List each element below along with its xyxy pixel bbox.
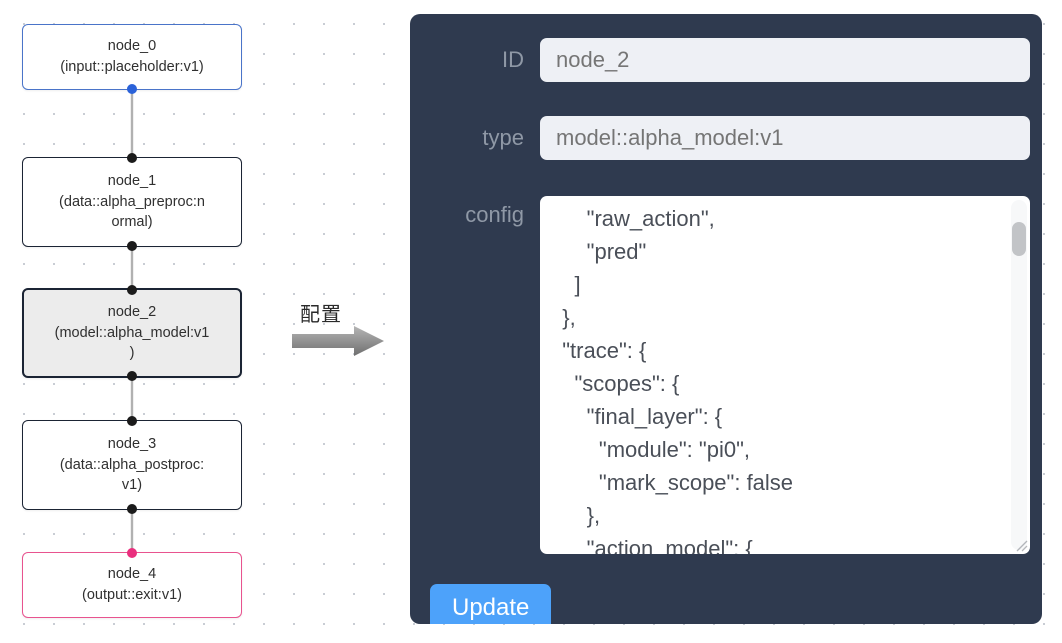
node-handle-bottom[interactable] [127,241,137,251]
right-arrow-icon [292,326,384,356]
node-handle-top[interactable] [127,416,137,426]
type-field-label: type [482,125,524,150]
config-field-label: config [465,202,524,227]
node-label: node_3 (data::alpha_postproc: v1) [59,436,205,494]
field-row-config: config "raw_action", "pred" ] }, "trace"… [430,196,1030,554]
node-handle-bottom[interactable] [127,371,137,381]
config-editor-wrapper: "raw_action", "pred" ] }, "trace": { "sc… [540,196,1030,554]
config-textarea[interactable]: "raw_action", "pred" ] }, "trace": { "sc… [540,196,1030,554]
update-button[interactable]: Update [430,584,552,624]
node-label: node_4 (output::exit:v1) [82,566,182,603]
node-handle-bottom[interactable] [127,84,137,94]
node-handle-bottom[interactable] [127,504,137,514]
field-row-type: type [430,116,1030,160]
config-scrollbar-track[interactable] [1011,200,1027,550]
node-label: node_1 (data::alpha_preproc:n ormal) [59,173,205,231]
graph-node-node_2[interactable]: node_2 (model::alpha_model:v1 ) [22,285,242,381]
node-handle-top[interactable] [127,153,137,163]
config-scrollbar-thumb[interactable] [1012,222,1026,256]
annotation-arrow-group: 配置 [292,298,402,360]
node-handle-top[interactable] [127,285,137,295]
id-field-label: ID [502,47,524,72]
node-inspector-panel: ID type config "raw_action", "pred" ] },… [410,14,1042,624]
node-label: node_0 (input::placeholder:v1) [60,38,204,75]
node-handle-top[interactable] [127,548,137,558]
graph-node-node_1[interactable]: node_1 (data::alpha_preproc:n ormal) [22,153,242,251]
resize-grip-icon[interactable] [1012,536,1028,552]
node-label: node_2 (model::alpha_model:v1 ) [54,304,210,362]
field-row-id: ID [430,38,1030,82]
id-input[interactable] [540,38,1030,82]
graph-node-node_4[interactable]: node_4 (output::exit:v1) [22,548,242,618]
graph-node-node_3[interactable]: node_3 (data::alpha_postproc: v1) [22,416,242,514]
annotation-label: 配置 [300,302,342,326]
graph-node-node_0[interactable]: node_0 (input::placeholder:v1) [22,24,242,94]
type-input[interactable] [540,116,1030,160]
